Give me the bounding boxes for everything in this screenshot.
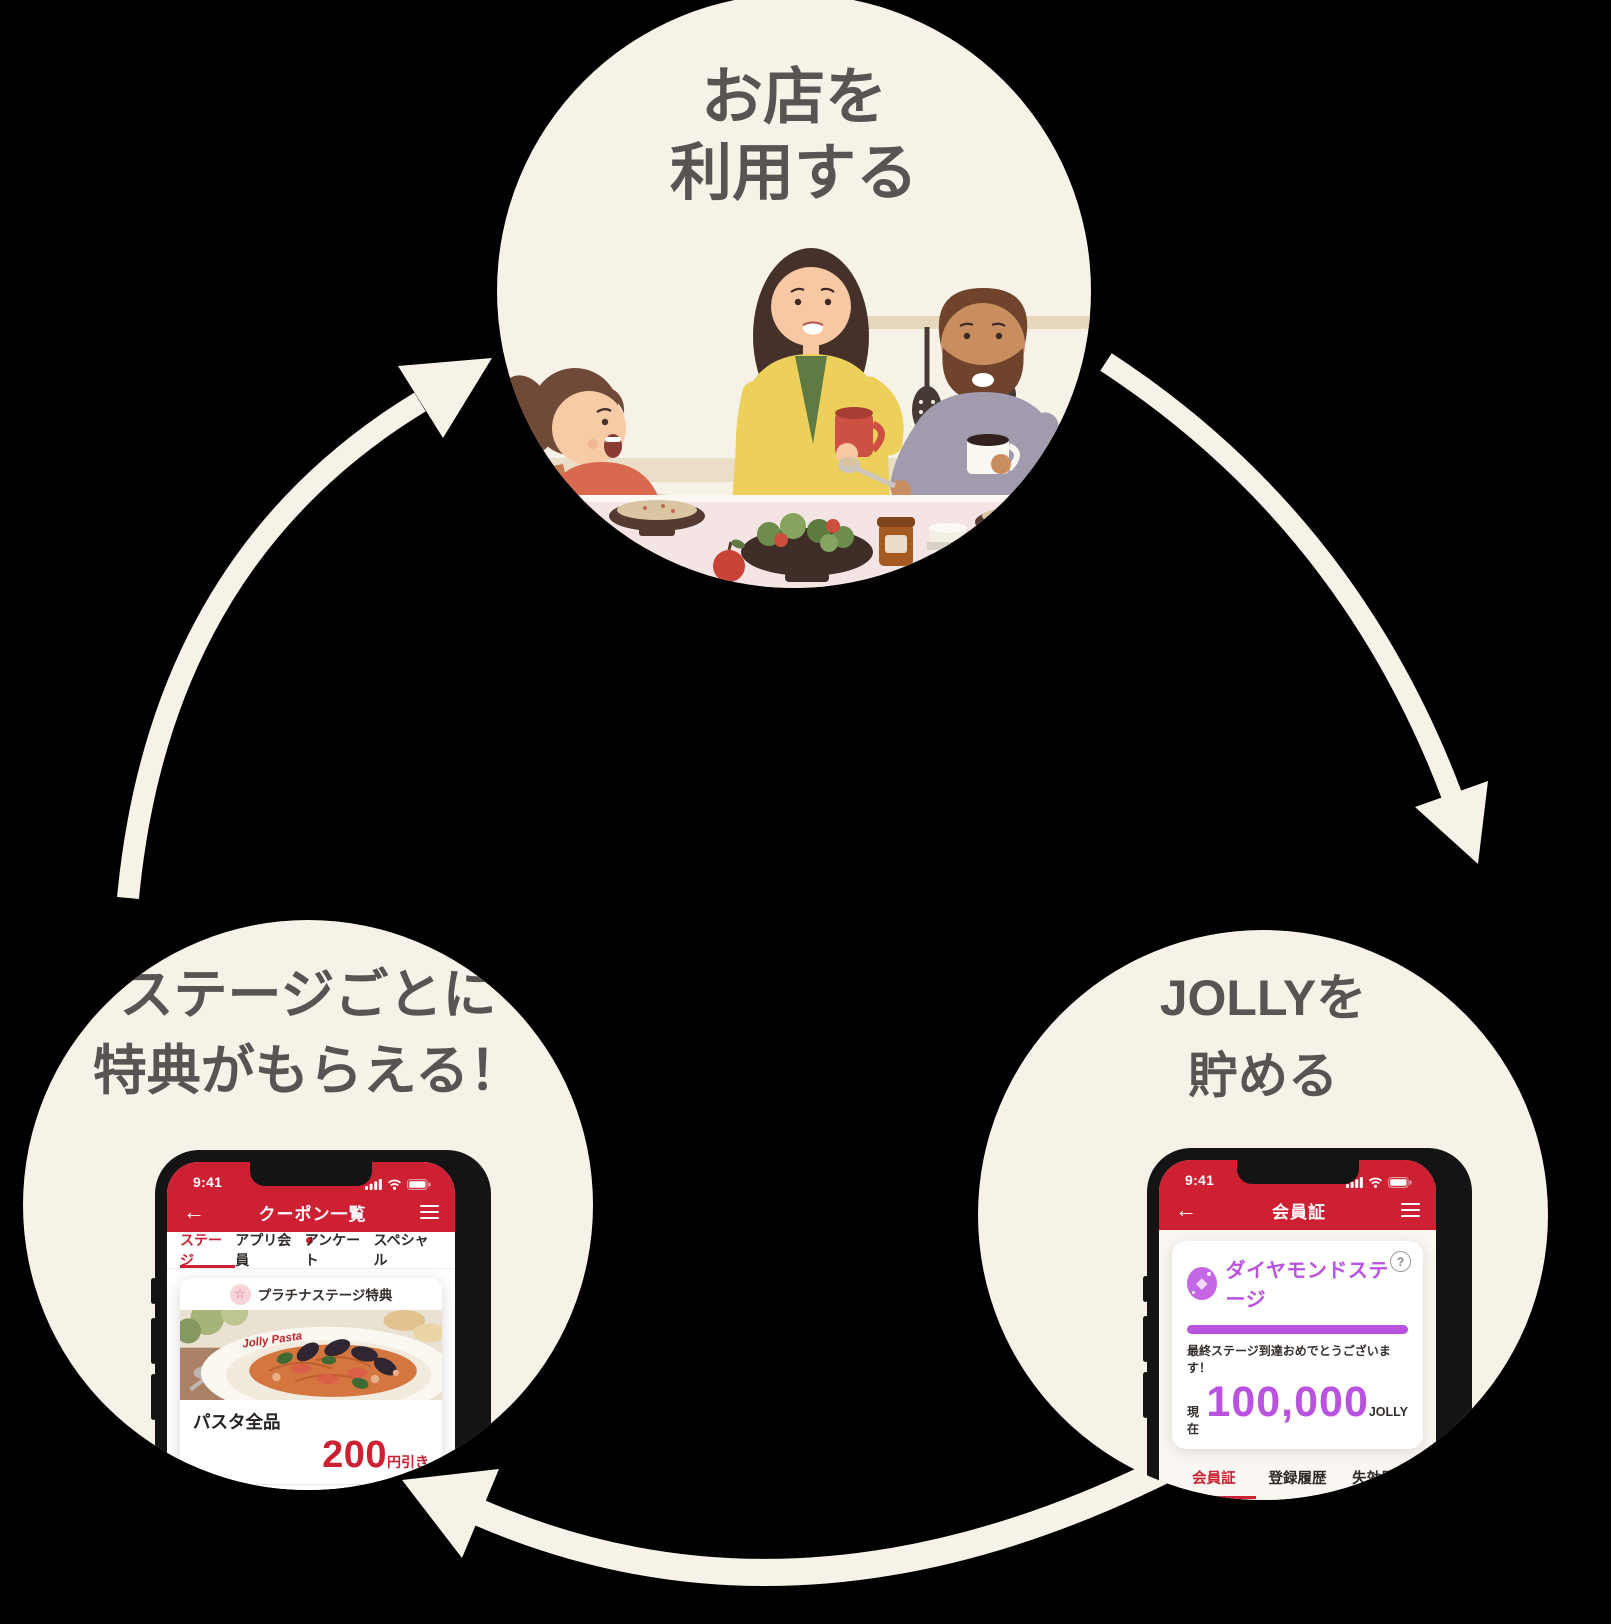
phone-volume-up-button <box>151 1318 156 1364</box>
battery-icon <box>407 1179 431 1190</box>
tab-member-card[interactable]: 会員証 <box>1172 1458 1256 1499</box>
label-stage-rewards: ステージごとに 特典がもらえる！ <box>23 958 593 1109</box>
member-phone-screen: 9:41 ← 会員証 ◆ ダイヤモンドス <box>1159 1160 1436 1500</box>
phone-notch <box>250 1162 372 1186</box>
arrowhead-left-icon <box>402 1469 499 1558</box>
phone-volume-up-button <box>1143 1316 1148 1362</box>
label-collect-jolly-line1: JOLLYを <box>1159 970 1367 1026</box>
wifi-icon <box>387 1179 402 1190</box>
nav-bar: ← クーポン一覧 <box>167 1192 455 1232</box>
tab-app-member[interactable]: アプリ会員 <box>235 1232 313 1268</box>
points-value: 100,000 <box>1206 1378 1369 1426</box>
phone-notch <box>1236 1160 1359 1184</box>
stage-name: ダイヤモンドステージ <box>1225 1260 1389 1311</box>
tab-survey[interactable]: アンケート <box>304 1232 361 1268</box>
arrowhead-top-icon <box>398 358 492 438</box>
label-stage-rewards-line1: ステージごとに <box>119 965 497 1025</box>
label-collect-jolly: JOLLYを 貯める <box>978 960 1548 1115</box>
arrow-top-to-right <box>1100 353 1462 800</box>
label-use-store-line2: 利用する <box>669 138 918 208</box>
arrow-left-to-top <box>117 392 426 900</box>
battery-icon <box>1388 1177 1412 1188</box>
arrow-right-to-left <box>472 1455 1175 1586</box>
coupon-phone: 9:41 ← クーポン一覧 ステージ アプリ会員 アンケート ス <box>151 1150 491 1490</box>
tab-stage[interactable]: ステージ <box>180 1232 235 1268</box>
coupon-discount: 200円引き <box>193 1434 429 1477</box>
coupon-photo: Jolly Pasta <box>180 1298 442 1419</box>
signal-icon <box>365 1179 382 1190</box>
status-time: 9:41 <box>193 1174 223 1190</box>
stage-card: ◆ ダイヤモンドステージ ? 最終ステージ到達おめでとうございます！ 現在 10… <box>1172 1241 1423 1449</box>
discount-suffix: 円引き <box>387 1454 429 1470</box>
phone-volume-down-button <box>151 1374 156 1420</box>
coupon-list: ☆ プラチナステージ特典 <box>167 1269 455 1490</box>
stage-message: 最終ステージ到達おめでとうございます！ <box>1187 1344 1391 1375</box>
stage-badge-label: プラチナステージ特典 <box>257 1288 393 1303</box>
coupon-title: パスタ全品 <box>193 1412 281 1432</box>
member-card-visual <box>1159 1499 1436 1500</box>
member-body: ◆ ダイヤモンドステージ ? 最終ステージ到達おめでとうございます！ 現在 10… <box>1159 1230 1436 1499</box>
help-icon[interactable]: ? <box>1390 1251 1411 1272</box>
menu-icon[interactable] <box>420 1201 439 1222</box>
points-row: 現在 100,000 JOLLY <box>1187 1378 1408 1437</box>
diamond-glyph: ◆ <box>1195 1275 1208 1292</box>
discount-value: 200 <box>322 1434 387 1476</box>
phone-mute-switch <box>1143 1276 1148 1302</box>
pasta-photo-illustration: Jolly Pasta <box>180 1298 442 1419</box>
page-title: 会員証 <box>1272 1202 1326 1222</box>
points-unit: JOLLY <box>1368 1405 1408 1419</box>
phone-mute-switch <box>151 1278 156 1304</box>
circle-stage-rewards: ステージごとに 特典がもらえる！ 9:41 ← クーポン一 <box>23 920 593 1490</box>
coupon-card[interactable]: ☆ プラチナステージ特典 <box>180 1278 442 1490</box>
nav-bar: ← 会員証 <box>1159 1190 1436 1230</box>
wifi-icon <box>1368 1177 1383 1188</box>
tab-registration-history[interactable]: 登録履歴 <box>1268 1471 1327 1487</box>
seafood-bowl-illustration <box>1159 1499 1436 1500</box>
tab-special[interactable]: スペシャル <box>373 1232 429 1268</box>
back-icon[interactable]: ← <box>183 1199 205 1224</box>
signal-icon <box>1346 1177 1363 1188</box>
label-use-store-line1: お店を <box>700 63 887 132</box>
back-icon[interactable]: ← <box>1175 1197 1197 1222</box>
page-title: クーポン一覧 <box>258 1204 367 1224</box>
diamond-icon: ◆ <box>1187 1266 1217 1300</box>
arrowhead-right-icon <box>1415 781 1488 864</box>
family-dining-illustration <box>497 248 1091 588</box>
member-tabs: 会員証 登録履歴 失効履歴 <box>1172 1458 1423 1499</box>
coupon-info: パスタ全品 200円引き 併用不可 １回限り ：2022年8月15日(月)～8月… <box>180 1400 442 1490</box>
tab-expiration-history[interactable]: 失効履歴 <box>1352 1471 1411 1487</box>
label-collect-jolly-line2: 貯める <box>1188 1047 1338 1104</box>
status-time: 9:41 <box>1185 1172 1215 1188</box>
circle-use-store: お店を 利用する <box>497 0 1091 588</box>
menu-icon[interactable] <box>1401 1199 1420 1220</box>
label-use-store: お店を 利用する <box>497 60 1091 211</box>
new-badge-dot <box>305 1237 313 1244</box>
phone-volume-down-button <box>1143 1372 1148 1418</box>
label-stage-rewards-line2: 特典がもらえる！ <box>92 1040 524 1101</box>
member-phone: 9:41 ← 会員証 ◆ ダイヤモンドス <box>1143 1148 1472 1500</box>
stage-progress-bar <box>1187 1325 1408 1334</box>
coupon-tabs: ステージ アプリ会員 アンケート スペシャル <box>167 1232 455 1269</box>
circle-collect-jolly: JOLLYを 貯める 9:41 ← 会員証 <box>978 930 1548 1500</box>
tab-app-member-label: アプリ会員 <box>235 1232 292 1268</box>
stage-badge: ☆ プラチナステージ特典 <box>180 1278 442 1310</box>
current-label: 現在 <box>1187 1405 1200 1436</box>
star-icon: ☆ <box>229 1283 251 1305</box>
coupon-phone-screen: 9:41 ← クーポン一覧 ステージ アプリ会員 アンケート ス <box>167 1162 455 1490</box>
divider <box>193 1484 429 1485</box>
